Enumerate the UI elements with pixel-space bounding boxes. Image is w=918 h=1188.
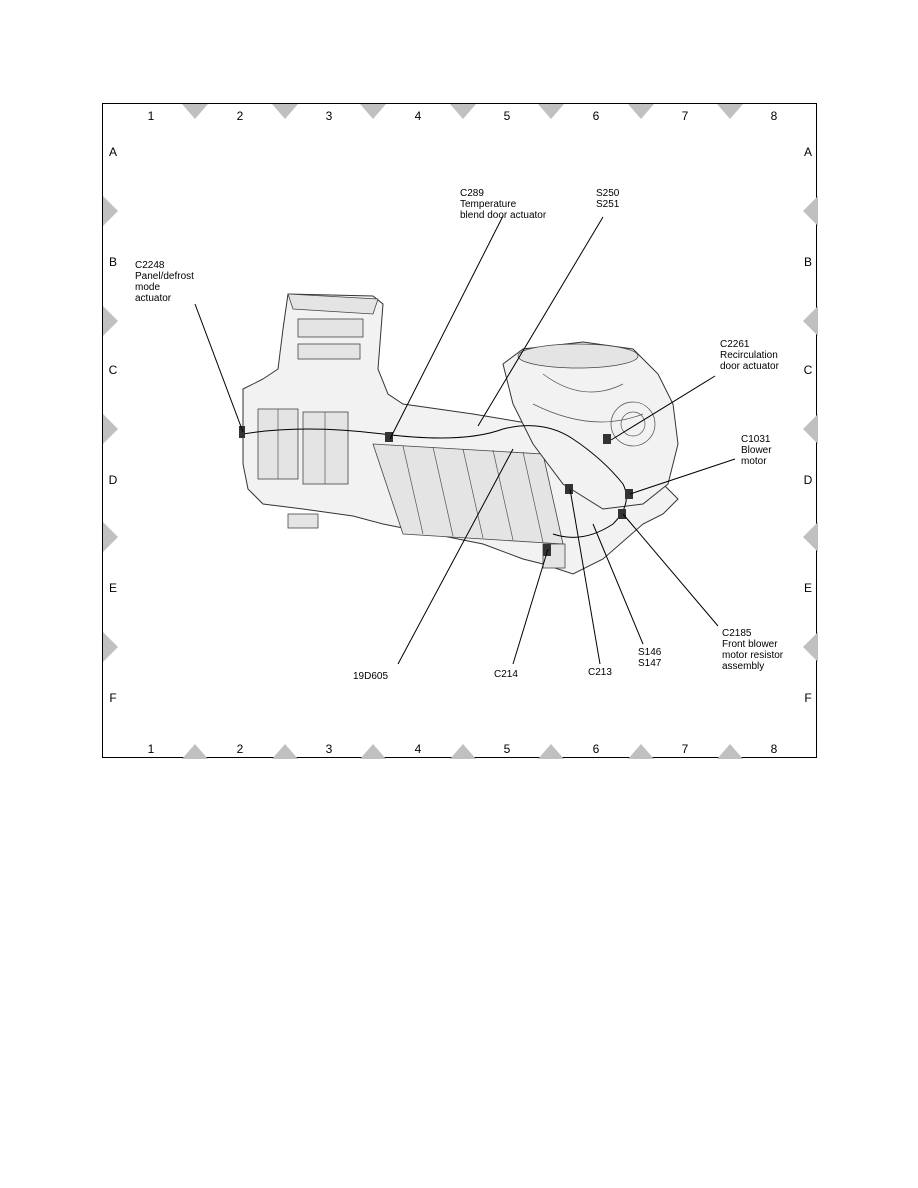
row-label-left-D: D bbox=[109, 473, 118, 487]
row-label-left-F: F bbox=[109, 691, 116, 705]
grid-triangle-right bbox=[803, 632, 818, 662]
row-label-left-B: B bbox=[109, 255, 117, 269]
grid-triangle-right bbox=[803, 414, 818, 444]
hvac-housing-illustration bbox=[239, 293, 679, 575]
column-label-top-1: 1 bbox=[148, 109, 155, 123]
grid-triangle-top bbox=[182, 104, 208, 119]
grid-triangle-left bbox=[103, 196, 118, 226]
row-label-left-E: E bbox=[109, 581, 117, 595]
column-label-bottom-1: 1 bbox=[148, 742, 155, 756]
leader-s250 bbox=[477, 216, 604, 427]
grid-triangle-bottom bbox=[717, 744, 743, 759]
grid-triangle-top bbox=[360, 104, 386, 119]
callout-c1031: C1031 Blower motor bbox=[741, 434, 774, 467]
row-label-right-E: E bbox=[804, 581, 812, 595]
grid-triangle-bottom bbox=[450, 744, 476, 759]
callout-c214: C214 bbox=[494, 669, 518, 680]
row-label-right-A: A bbox=[804, 145, 812, 159]
grid-triangle-top bbox=[628, 104, 654, 119]
leader-c2185 bbox=[622, 513, 719, 627]
column-label-top-2: 2 bbox=[237, 109, 244, 123]
column-label-bottom-2: 2 bbox=[237, 742, 244, 756]
callout-c2248: C2248 Panel/defrost mode actuator bbox=[135, 260, 197, 304]
callout-19d605: 19D605 bbox=[353, 671, 388, 682]
grid-triangle-right bbox=[803, 522, 818, 552]
leader-c2261 bbox=[610, 375, 716, 441]
grid-triangle-bottom bbox=[182, 744, 208, 759]
column-label-bottom-4: 4 bbox=[415, 742, 422, 756]
column-label-top-5: 5 bbox=[504, 109, 511, 123]
column-label-bottom-5: 5 bbox=[504, 742, 511, 756]
grid-triangle-left bbox=[103, 306, 118, 336]
grid-triangle-left bbox=[103, 632, 118, 662]
grid-triangle-bottom bbox=[628, 744, 654, 759]
grid-triangle-top bbox=[717, 104, 743, 119]
grid-triangle-bottom bbox=[272, 744, 298, 759]
column-label-top-8: 8 bbox=[771, 109, 778, 123]
column-label-bottom-6: 6 bbox=[593, 742, 600, 756]
leader-c1031 bbox=[629, 458, 736, 495]
grid-triangle-right bbox=[803, 306, 818, 336]
column-label-top-4: 4 bbox=[415, 109, 422, 123]
grid-triangle-top bbox=[272, 104, 298, 119]
column-label-bottom-3: 3 bbox=[326, 742, 333, 756]
callout-c289: C289 Temperature blend door actuator bbox=[460, 188, 547, 221]
row-label-left-A: A bbox=[109, 145, 117, 159]
callout-s146: S146 S147 bbox=[638, 647, 664, 669]
grid-triangle-right bbox=[803, 196, 818, 226]
row-label-right-D: D bbox=[804, 473, 813, 487]
grid-triangle-left bbox=[103, 522, 118, 552]
leader-c214 bbox=[512, 548, 549, 665]
grid-triangle-bottom bbox=[538, 744, 564, 759]
leader-lines bbox=[194, 215, 736, 665]
callout-labels: C289 Temperature blend door actuator S25… bbox=[135, 188, 786, 682]
grid-triangle-left bbox=[103, 414, 118, 444]
grid-triangle-top bbox=[450, 104, 476, 119]
grid-triangle-bottom bbox=[360, 744, 386, 759]
row-label-right-B: B bbox=[804, 255, 812, 269]
column-label-top-3: 3 bbox=[326, 109, 333, 123]
leader-c289 bbox=[389, 215, 504, 440]
leader-19d605 bbox=[397, 448, 514, 665]
column-label-top-6: 6 bbox=[593, 109, 600, 123]
column-label-bottom-8: 8 bbox=[771, 742, 778, 756]
callout-c2185: C2185 Front blower motor resistor assemb… bbox=[722, 628, 786, 672]
leader-c2248 bbox=[194, 303, 244, 433]
row-label-left-C: C bbox=[109, 363, 118, 377]
column-label-bottom-7: 7 bbox=[682, 742, 689, 756]
row-label-right-F: F bbox=[804, 691, 811, 705]
grid-triangle-top bbox=[538, 104, 564, 119]
callout-s250: S250 S251 bbox=[596, 188, 622, 210]
callout-c2261: C2261 Recirculation door actuator bbox=[720, 339, 781, 372]
leader-c213 bbox=[569, 488, 601, 665]
callout-c213: C213 bbox=[588, 667, 612, 678]
row-label-right-C: C bbox=[804, 363, 813, 377]
column-label-top-7: 7 bbox=[682, 109, 689, 123]
leader-s146 bbox=[592, 523, 644, 645]
